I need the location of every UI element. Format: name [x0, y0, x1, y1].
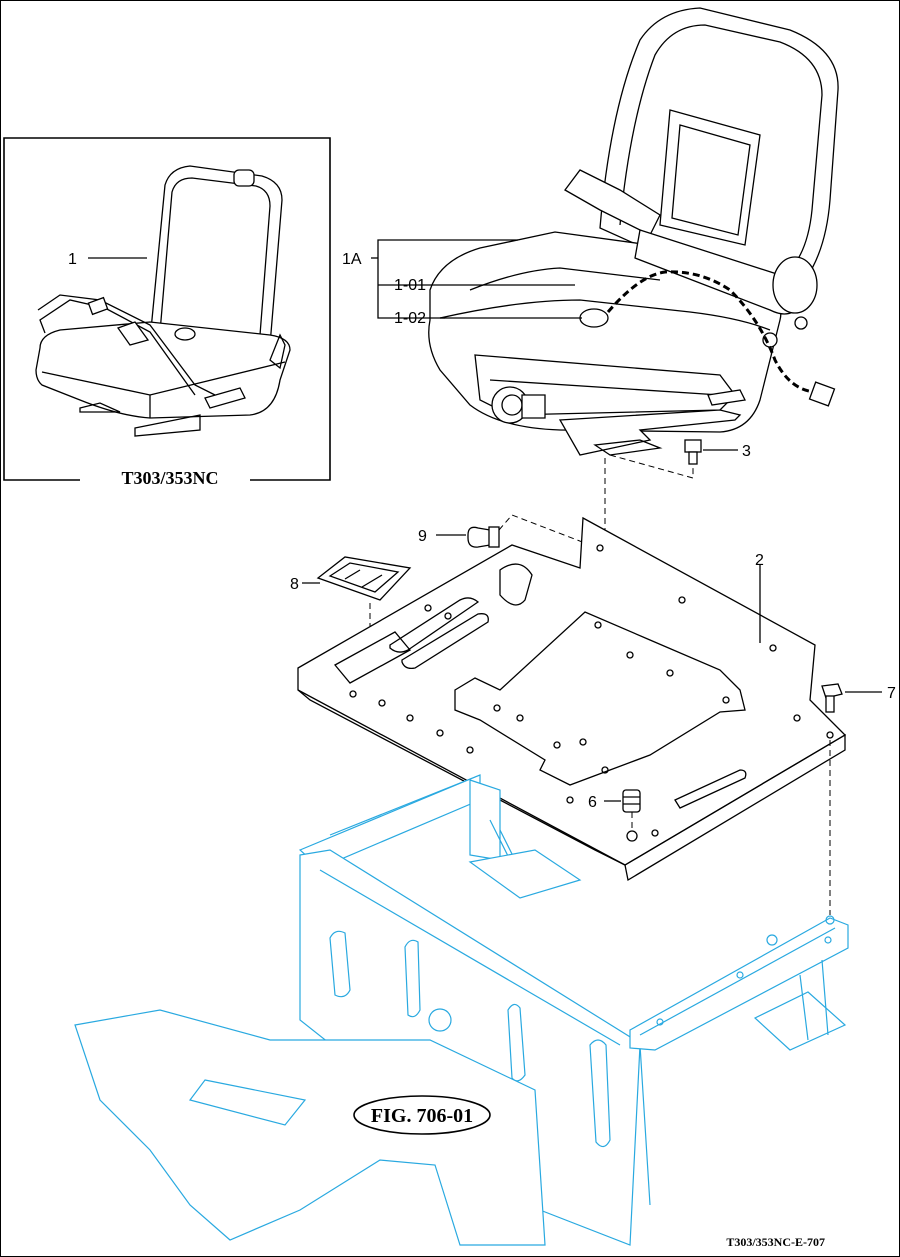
screw-9-illustration: 9 — [418, 526, 500, 548]
bolt-3-illustration: 3 — [684, 439, 751, 465]
bolt-7-illustration: 7 — [821, 683, 896, 713]
seat-assembly-illustration — [428, 7, 839, 456]
figure-label-badge: FIG. 706-01 — [353, 1095, 491, 1135]
callout-8: 8 — [290, 576, 299, 593]
callout-2: 2 — [755, 552, 764, 569]
mount-6-illustration: 6 — [588, 789, 641, 813]
chassis-frame-illustration — [74, 774, 849, 1246]
inset-box: T303/353NC 1 — [3, 137, 331, 488]
callout-1: 1 — [68, 251, 77, 268]
callout-6: 6 — [588, 794, 597, 811]
floor-plate-2-illustration: 2 — [297, 516, 847, 882]
inset-title: T303/353NC — [121, 468, 218, 488]
callout-1-01: 1-01 — [394, 277, 426, 294]
document-code: T303/353NC-E-707 — [726, 1235, 825, 1249]
callout-1A: 1A — [342, 251, 362, 268]
inset-seat-illustration — [35, 165, 291, 437]
callout-group-1A: 1A 1-01 1-02 — [342, 239, 582, 327]
callout-1-02: 1-02 — [394, 310, 426, 327]
grommet-8-illustration: 8 — [290, 556, 412, 601]
figure-label: FIG. 706-01 — [371, 1105, 473, 1127]
callout-9: 9 — [418, 528, 427, 545]
callout-3: 3 — [742, 443, 751, 460]
callout-7: 7 — [887, 685, 896, 702]
